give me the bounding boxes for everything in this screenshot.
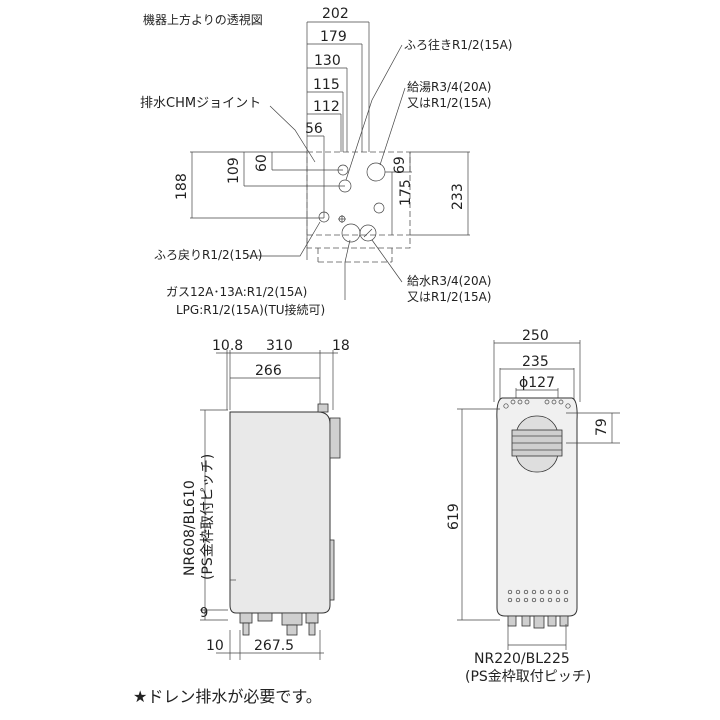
dim-233: 233 [450, 183, 466, 210]
dim-115: 115 [313, 77, 340, 93]
dim-619: 619 [446, 503, 462, 530]
top-horizontal-dims: 202 179 130 115 112 56 [305, 6, 369, 137]
front-top-bolts [503, 399, 571, 409]
front-bottom-fittings [507, 615, 569, 629]
label-water-supply-1: 給水R3/4(20A) [407, 274, 492, 288]
dim-phi-127: ϕ127 [519, 375, 555, 391]
label-gas-2: LPG:R1/2(15A)(TU接続可) [176, 302, 325, 317]
dim-250: 250 [522, 328, 549, 344]
dim-10-8: 10.8 [212, 338, 243, 354]
dim-79: 79 [594, 418, 610, 436]
front-caption-2: (PS金枠取付ピッチ) [465, 669, 591, 685]
label-hot-water-2: 又はR1/2(15A) [407, 96, 492, 110]
dim-69: 69 [392, 156, 408, 174]
label-chm-joint: 排水CHMジョイント [140, 96, 261, 111]
dim-60: 60 [254, 154, 270, 172]
side-bottom-fittings [239, 612, 319, 636]
dim-56: 56 [305, 121, 323, 137]
dim-267-5: 267.5 [254, 638, 294, 654]
dim-266: 266 [255, 363, 282, 379]
front-caption-1: NR220/BL225 [474, 651, 570, 667]
side-top-dims: 10.8 310 18 266 [212, 338, 350, 410]
top-leaders [248, 44, 406, 300]
front-vent-dots [507, 589, 569, 603]
label-hot-water-1: 給湯R3/4(20A) [407, 80, 492, 94]
label-bath-return: ふろ戻りR1/2(15A) [154, 248, 263, 262]
dim-10: 10 [206, 638, 224, 654]
dim-235: 235 [522, 354, 549, 370]
dim-109: 109 [226, 157, 242, 184]
front-view: 250 235 ϕ127 [446, 328, 620, 685]
side-body [229, 411, 331, 614]
top-fittings [318, 162, 386, 243]
top-view: 機器上方よりの透視図 202 179 130 115 112 56 [140, 6, 513, 317]
side-view: 10.8 310 18 266 NR608/BL610 (PS金枠取付ピッチ) … [182, 338, 350, 660]
top-vertical-dims: 188 109 60 69 175 233 [174, 151, 470, 236]
label-bath-outflow: ふろ往きR1/2(15A) [404, 37, 513, 52]
dim-202: 202 [322, 6, 349, 22]
side-vertical-label-1: NR608/BL610 [182, 480, 198, 576]
drain-footnote: ★ドレン排水が必要です。 [133, 687, 322, 706]
label-water-supply-2: 又はR1/2(15A) [407, 290, 492, 304]
label-gas-1: ガス12A･13A:R1/2(15A) [166, 285, 307, 299]
dim-188: 188 [174, 173, 190, 200]
dim-9: 9 [200, 606, 208, 621]
dim-112: 112 [313, 99, 340, 115]
dim-310: 310 [266, 338, 293, 354]
side-vertical-label-2: (PS金枠取付ピッチ) [200, 454, 216, 580]
top-view-caption: 機器上方よりの透視図 [143, 12, 263, 27]
dim-130: 130 [314, 53, 341, 69]
exhaust-top [511, 415, 563, 473]
dim-175: 175 [398, 179, 414, 206]
dim-18: 18 [332, 338, 350, 354]
dim-179: 179 [320, 29, 347, 45]
